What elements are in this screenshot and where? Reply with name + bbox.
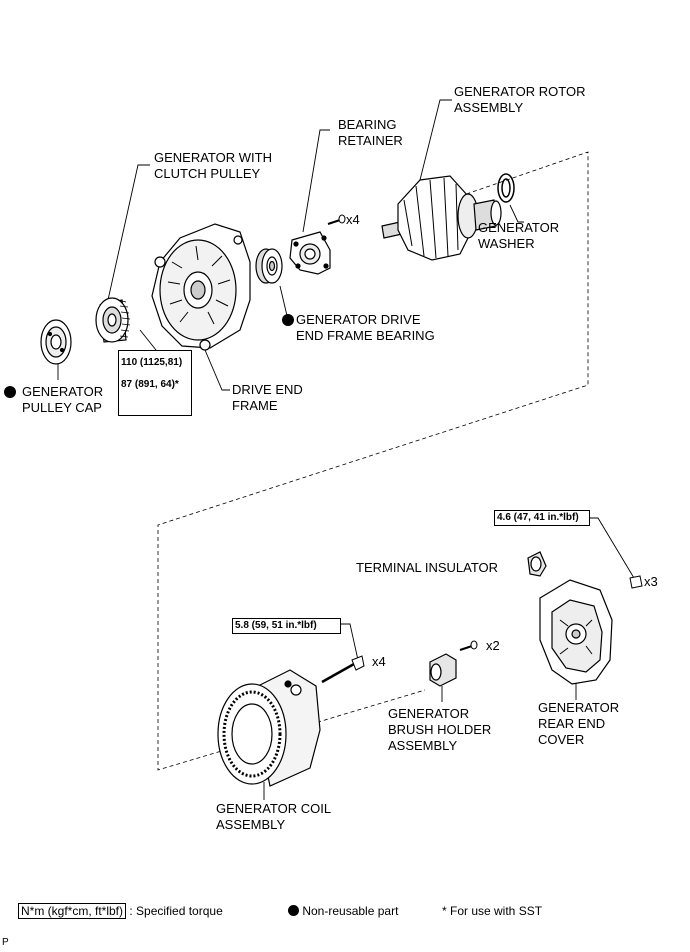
rotor-assembly-part: [381, 175, 502, 261]
brush-holder-part: [429, 653, 457, 687]
clutch-pulley-part: [95, 297, 131, 343]
through-bolt-part: [321, 655, 365, 684]
drive-end-frame-bearing-part: [255, 248, 283, 284]
rear-end-cover-part: [539, 579, 613, 685]
through-bolt-torque-box: 5.8 (59, 51 in.*lbf): [232, 618, 341, 634]
legend-non-reusable-text: Non-reusable part: [302, 904, 399, 918]
legend-non-reusable: Non-reusable part: [288, 904, 398, 918]
qty-retainer-screws: x4: [346, 212, 360, 227]
legend-torque-unit-box: N*m (kgf*cm, ft*lbf): [18, 903, 127, 919]
assembly-guide-lines: [157, 151, 589, 771]
generator-pulley-cap-part: [40, 319, 72, 365]
legend-sst: * For use with SST: [442, 904, 543, 918]
legend-torque: N*m (kgf*cm, ft*lbf) : Specified torque: [18, 903, 223, 919]
cover-nut-torque-box: 4.6 (47, 41 in.*lbf): [494, 510, 590, 526]
qty-through-bolts: x4: [372, 654, 386, 669]
rear-cover-nut-part: [629, 575, 643, 589]
pulley-torque-box: 110 (1125,81) 87 (891, 64)*: [118, 350, 192, 416]
leader-lines: [57, 99, 635, 800]
coil-assembly-part: [217, 669, 321, 787]
corner-mark: P: [2, 937, 9, 948]
generator-washer-part: [497, 173, 515, 203]
label-generator-pulley-cap: GENERATOR PULLEY CAP: [4, 384, 103, 416]
label-drive-end-frame-bearing: GENERATOR DRIVE END FRAME BEARING: [282, 312, 435, 344]
qty-brush-screws: x2: [486, 638, 500, 653]
through-bolt-torque-value: 5.8 (59, 51 in.*lbf): [235, 620, 317, 631]
pulley-torque-value-1: 110 (1125,81): [121, 357, 183, 368]
label-terminal-insulator: TERMINAL INSULATOR: [356, 560, 499, 575]
cover-nut-torque-value: 4.6 (47, 41 in.*lbf): [497, 512, 579, 523]
non-reusable-dot-icon: [4, 386, 16, 398]
bearing-retainer-part: [289, 231, 331, 275]
qty-cover-nuts: x3: [644, 574, 658, 589]
non-reusable-dot-icon: [282, 314, 294, 326]
terminal-insulator-part: [527, 551, 547, 577]
legend-torque-text: : Specified torque: [129, 904, 223, 918]
drive-end-frame-part: [151, 223, 251, 351]
pulley-torque-value-2: 87 (891, 64)*: [121, 379, 179, 390]
retainer-screw-part: [327, 214, 346, 225]
brush-screw-part: [459, 640, 478, 651]
non-reusable-dot-icon: [288, 905, 299, 916]
